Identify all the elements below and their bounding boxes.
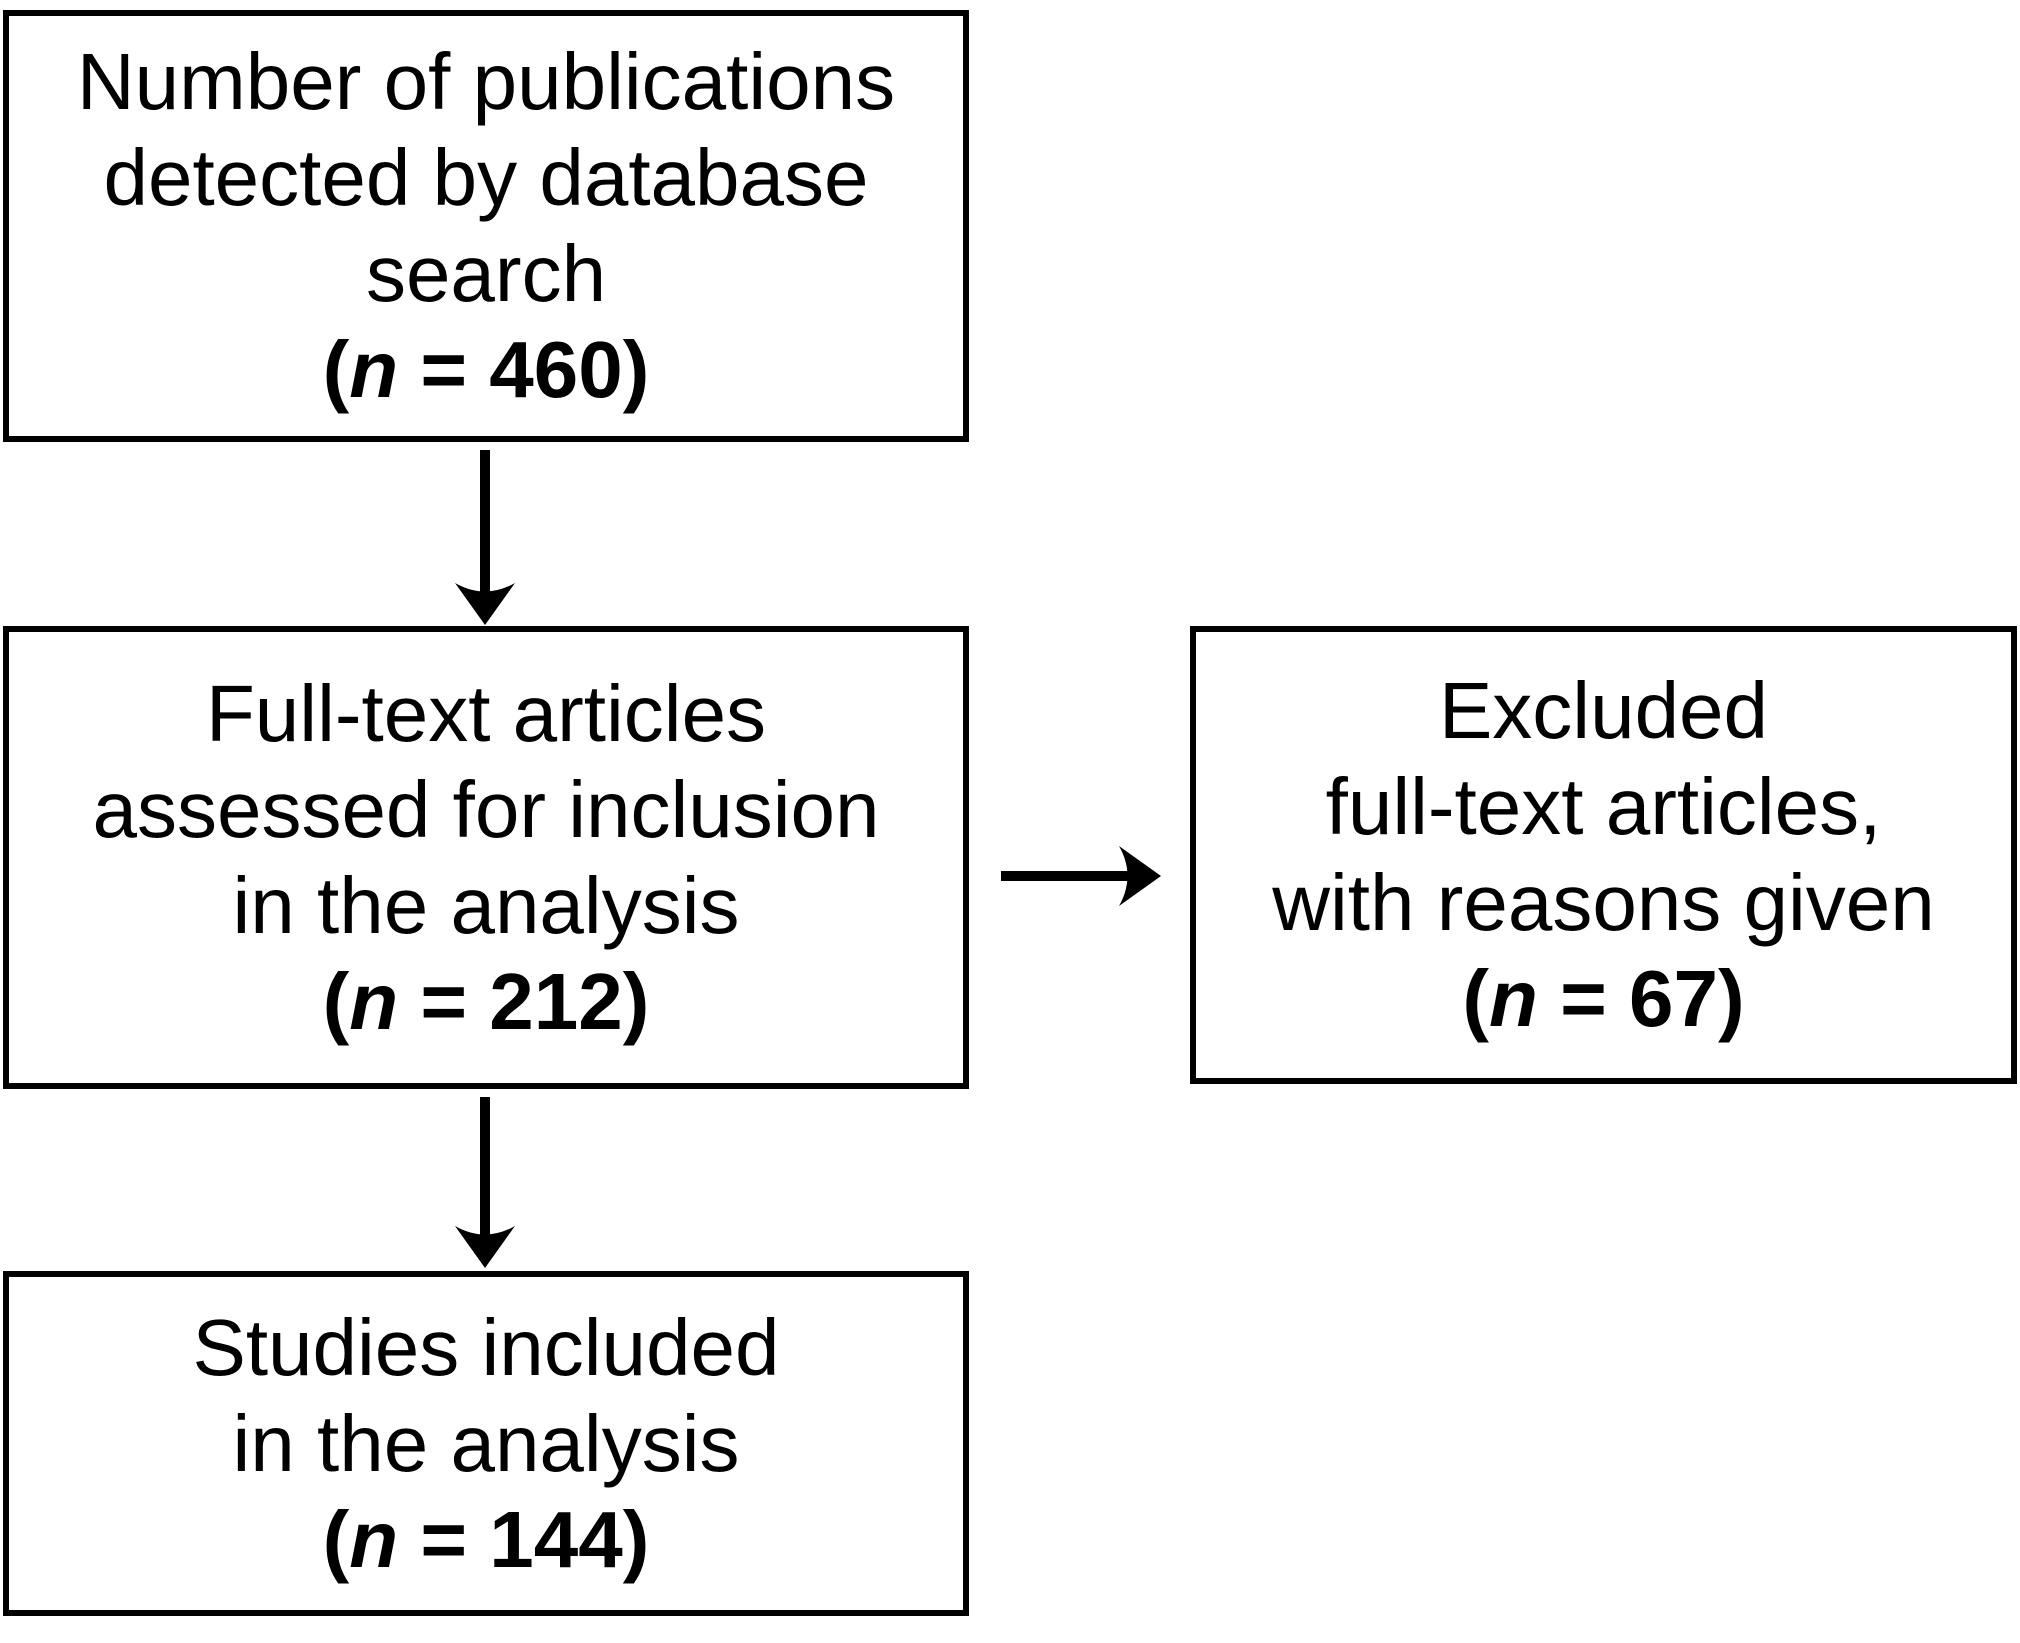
box-fulltext-assessed: Full-text articles assessed for inclusio…: [3, 626, 969, 1089]
count-value: = 212): [398, 956, 650, 1046]
box-text-line: assessed for inclusion: [92, 764, 880, 854]
box-text-line: with reasons given: [1272, 858, 1935, 947]
box-text-line: detected by database: [103, 133, 869, 222]
paren-open: (: [322, 1494, 350, 1584]
count-value: = 144): [398, 1494, 650, 1584]
box-text-line: Number of publications: [76, 37, 896, 126]
paren-open: (: [322, 325, 350, 414]
count-label-212: (n = 212): [323, 954, 650, 1050]
paren-open: (: [322, 956, 350, 1046]
count-label-144: (n = 144): [323, 1492, 650, 1588]
box-studies-included: Studies included in the analysis (n = 14…: [3, 1271, 969, 1616]
count-value: = 67): [1537, 954, 1745, 1043]
box-text-line: full-text articles,: [1325, 762, 1882, 851]
box-text-line: Full-text articles: [205, 668, 767, 758]
n-symbol: n: [349, 1494, 399, 1584]
box-fulltext-excluded: Excluded full-text articles, with reason…: [1190, 626, 2017, 1084]
count-value: = 460): [398, 325, 650, 414]
paren-open: (: [1462, 954, 1489, 1043]
count-label-67: (n = 67): [1462, 951, 1744, 1047]
box-publications-detected: Number of publications detected by datab…: [3, 10, 969, 442]
arrow-down-detected-to-assessed: [455, 450, 515, 625]
n-symbol: n: [1488, 954, 1538, 1043]
box-text-line: search: [365, 229, 607, 318]
arrow-down-assessed-to-included: [455, 1097, 515, 1268]
count-label-460: (n = 460): [323, 322, 650, 418]
n-symbol: n: [349, 956, 399, 1046]
box-text-line: in the analysis: [232, 860, 740, 950]
n-symbol: n: [349, 325, 399, 414]
box-text-line: in the analysis: [232, 1398, 740, 1488]
arrow-right-assessed-to-excluded: [1001, 846, 1161, 906]
box-text-line: Excluded: [1438, 666, 1769, 755]
box-text-line: Studies included: [192, 1302, 780, 1392]
